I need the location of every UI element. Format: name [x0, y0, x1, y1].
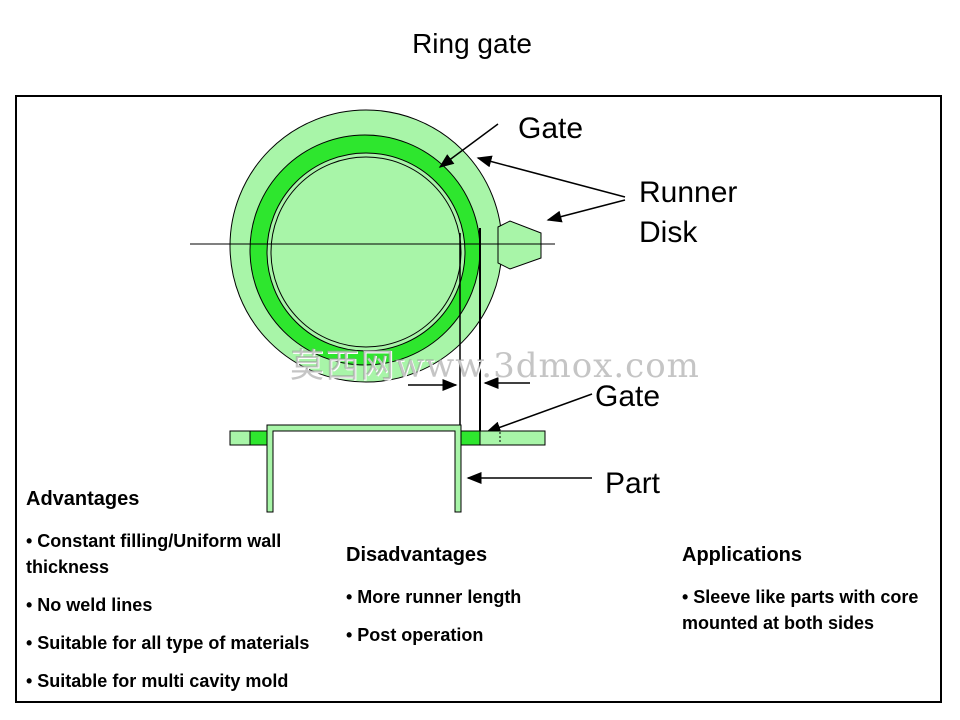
section-runner-left: [229, 430, 251, 446]
label-gate-top: Gate: [518, 112, 584, 145]
section-gate-left: [249, 430, 268, 446]
section-runner-right: [479, 430, 546, 446]
advantages-list: • Constant filling/Uniform wall thicknes…: [26, 528, 326, 706]
arrow-gate-top: [438, 123, 499, 168]
page-title: Ring gate: [412, 28, 532, 59]
list-item: • Suitable for multi cavity mold: [26, 671, 289, 691]
arrow-runner-upper: [476, 155, 626, 198]
list-item: • Post operation: [346, 625, 484, 645]
list-item: • Constant filling/Uniform wall thicknes…: [26, 531, 282, 577]
label-disk: Disk: [639, 216, 698, 249]
advantages-heading: Advantages: [26, 488, 140, 510]
list-item: • Sleeve like parts with core mounted at…: [682, 587, 919, 633]
applications-list: • Sleeve like parts with core mounted at…: [682, 584, 944, 648]
disadvantages-heading: Disadvantages: [346, 544, 488, 566]
diagram-frame: [15, 95, 942, 703]
section-part-body: [266, 424, 462, 513]
watermark: 莫西网www.3dmox.com: [290, 346, 700, 386]
disadvantages-list: • More runner length • Post operation: [346, 584, 646, 660]
section-gate-right: [460, 430, 481, 446]
arrow-gate-bottom: [485, 393, 593, 434]
label-part: Part: [605, 467, 661, 500]
part-inner: [270, 156, 462, 348]
runner-bulge: [497, 220, 542, 270]
applications-heading: Applications: [682, 544, 803, 566]
list-item: • More runner length: [346, 587, 522, 607]
list-item: • No weld lines: [26, 595, 153, 615]
label-gate-bottom: Gate: [595, 380, 661, 413]
label-runner: Runner: [639, 176, 738, 209]
arrow-runner-lower: [546, 199, 626, 223]
list-item: • Suitable for all type of materials: [26, 633, 310, 653]
